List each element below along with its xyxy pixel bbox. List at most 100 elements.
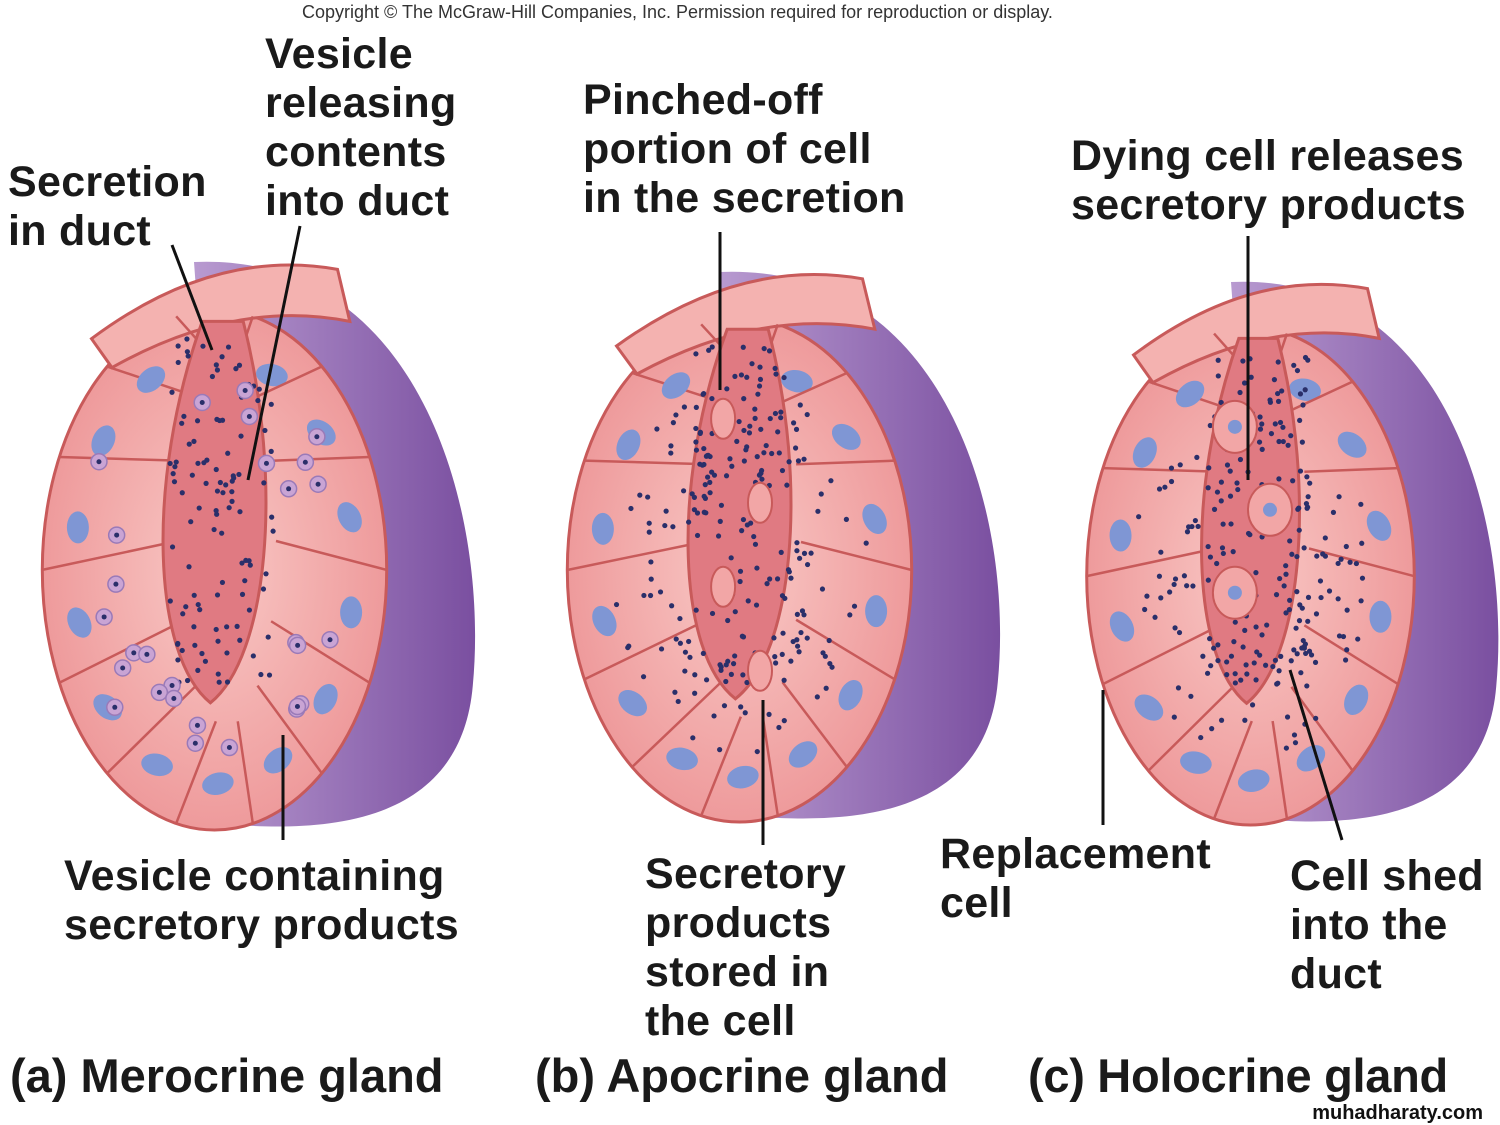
- secretion-dot: [1227, 468, 1233, 474]
- stored-product-dot: [1294, 651, 1300, 657]
- shed-nucleus: [1263, 502, 1277, 517]
- stored-product-dot: [1272, 657, 1279, 663]
- nucleus: [337, 502, 362, 533]
- stored-product-dot: [1181, 573, 1188, 579]
- stored-product-dot: [729, 463, 735, 469]
- secretion-dot: [1289, 551, 1295, 557]
- stored-product-dot: [851, 603, 858, 609]
- secretion-dot: [692, 672, 698, 678]
- vesicle-core: [114, 532, 120, 538]
- stored-product-dot: [682, 668, 688, 674]
- secretion-dot: [792, 445, 799, 451]
- secretion-dot: [233, 366, 239, 372]
- vesicle-core: [144, 651, 150, 657]
- secretion-dot: [201, 460, 207, 466]
- stored-product-dot: [843, 516, 849, 522]
- secretion-dot: [1273, 592, 1280, 598]
- secretion-dot: [717, 518, 723, 524]
- stored-product-dot: [1172, 576, 1179, 582]
- stored-product-dot: [795, 458, 802, 464]
- stored-product-dot: [1359, 575, 1366, 581]
- secretion-dot: [180, 611, 186, 617]
- secretion-dot: [224, 679, 231, 685]
- secretion-dot: [794, 548, 800, 554]
- nucleus: [616, 429, 641, 461]
- cell-border: [1102, 466, 1221, 473]
- secretion-dot: [1298, 670, 1304, 676]
- secretion-dot: [258, 671, 264, 678]
- stored-product-dot: [1330, 509, 1337, 515]
- stored-product-dot: [1152, 614, 1158, 620]
- cell-border: [236, 721, 255, 824]
- secretion-dot: [188, 519, 194, 525]
- stored-product-dot: [1184, 529, 1191, 535]
- stored-product-dot: [796, 649, 802, 655]
- stored-product-dot: [1144, 593, 1150, 599]
- stored-product-dot: [1305, 618, 1311, 624]
- vesicle-core: [192, 740, 198, 746]
- vesicle-core: [171, 695, 177, 701]
- secretion-dot: [256, 386, 262, 392]
- stored-product-dot: [1277, 419, 1284, 426]
- stored-product-dot: [778, 415, 784, 421]
- secretion-dot: [700, 391, 706, 397]
- stored-product-dot: [1326, 588, 1333, 594]
- stored-product-dot: [677, 640, 683, 646]
- secretion-dot: [216, 679, 222, 685]
- stored-product-dot: [673, 636, 679, 642]
- stored-product-dot: [1304, 683, 1310, 689]
- nucleus: [263, 747, 293, 774]
- secretion-dot: [1207, 636, 1213, 642]
- secretion-dot: [741, 396, 747, 402]
- secretion-dot: [761, 345, 767, 352]
- secretion-dot: [203, 480, 209, 486]
- cell-border: [761, 716, 780, 816]
- secretion-dot: [195, 460, 201, 466]
- secretion-dot: [1224, 672, 1230, 678]
- secretion-dot: [194, 418, 201, 424]
- cell-border: [584, 459, 708, 466]
- stored-product-dot: [1242, 717, 1248, 723]
- secretion-dot: [728, 555, 734, 561]
- stored-product-dot: [1190, 583, 1196, 589]
- secretion-dot: [693, 425, 699, 432]
- stored-product-dot: [1302, 641, 1308, 647]
- secretion-dot: [744, 522, 750, 528]
- secretion-dot: [693, 404, 699, 410]
- stored-product-dot: [668, 450, 674, 456]
- leader-line: [246, 225, 302, 481]
- stored-product-dot: [780, 630, 786, 636]
- secretion-dot: [740, 344, 746, 350]
- secretion-dot: [753, 602, 760, 608]
- stored-product-dot: [1136, 514, 1142, 520]
- label-vesicle-containing: Vesicle containing secretory products: [64, 852, 459, 949]
- stored-product-dot: [740, 672, 746, 678]
- secretion-dot: [1232, 680, 1238, 686]
- vesicle-core: [113, 581, 119, 587]
- secretion-dot: [179, 490, 185, 496]
- stored-product-dot: [689, 491, 695, 497]
- stored-product-dot: [1301, 645, 1307, 651]
- stored-product-dot: [1358, 598, 1364, 604]
- stored-product-dot: [1284, 714, 1291, 720]
- secretion-dot: [738, 372, 745, 378]
- secretion-dot: [1272, 421, 1278, 427]
- cell-border: [1290, 686, 1354, 772]
- stored-product-dot: [1292, 740, 1299, 746]
- vesicle-core: [194, 722, 200, 728]
- secretion-dot: [1218, 479, 1224, 485]
- stored-product-dot: [1344, 607, 1350, 613]
- nucleus: [1175, 380, 1205, 408]
- secretion-dot: [214, 488, 221, 494]
- secretion-dot: [693, 351, 699, 357]
- stored-product-dot: [1224, 659, 1230, 665]
- secretion-dot: [1227, 493, 1234, 499]
- nucleus: [1344, 684, 1369, 715]
- secretion-dot: [236, 362, 243, 368]
- secretion-dot: [170, 471, 176, 477]
- secretion-dot: [226, 505, 232, 511]
- label-pinched-off: Pinched-off portion of cell in the secre…: [583, 76, 906, 222]
- stored-product-dot: [1307, 480, 1313, 486]
- secretion-dot: [694, 510, 701, 516]
- secretion-dot: [195, 667, 201, 673]
